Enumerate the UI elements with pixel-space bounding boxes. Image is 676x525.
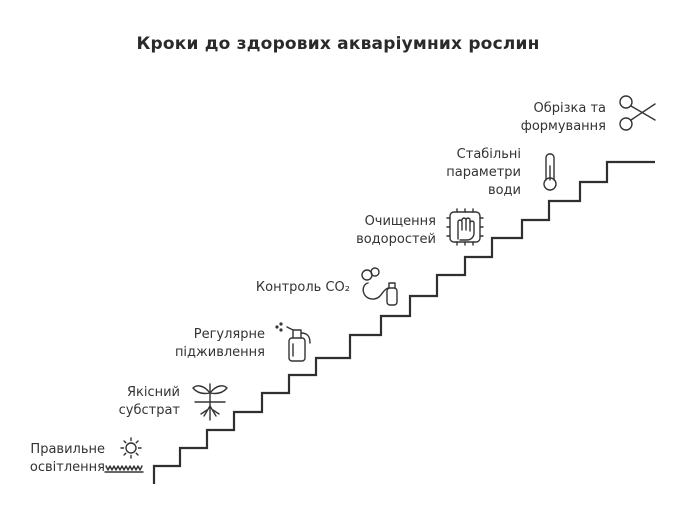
scissors-icon <box>619 95 656 131</box>
step-label-line: водоростей <box>356 232 436 247</box>
thermometer-icon <box>543 153 557 191</box>
sun-grass-icon <box>104 437 144 473</box>
co2-cylinder-icon <box>361 267 398 306</box>
step-label-trimming: Обрізка та формування <box>521 100 606 136</box>
step-label-line: субстрат <box>118 403 180 418</box>
step-label-line: підживлення <box>174 345 265 360</box>
step-label-line: Регулярне <box>193 327 265 342</box>
spray-bottle-icon <box>275 322 311 362</box>
diagram-title: Кроки до здорових акваріумних рослин <box>136 34 540 54</box>
step-label-line: Якісний <box>126 385 180 400</box>
step-label-line: параметри <box>446 165 521 180</box>
step-label-algae: Очищення водоростей <box>356 213 436 249</box>
step-label-line: Правильне <box>30 442 105 457</box>
step-label-co2: Контроль CO₂ <box>256 279 350 297</box>
scrub-hand-icon <box>446 208 484 246</box>
step-label-substrate: Якісний субстрат <box>119 384 180 420</box>
step-label-fertilizing: Регулярне підживлення <box>175 326 265 362</box>
step-label-line: Контроль CO₂ <box>255 280 350 295</box>
step-label-water-params: Стабільні параметри води <box>446 146 521 200</box>
step-label-line: води <box>487 183 521 198</box>
staircase <box>152 160 655 484</box>
step-label-line: Очищення <box>364 214 436 229</box>
sprout-roots-icon <box>192 383 228 421</box>
step-label-line: Обрізка та <box>533 101 606 116</box>
step-label-line: освітлення <box>29 460 105 475</box>
step-label-line: формування <box>520 119 606 134</box>
step-label-line: Стабільні <box>456 147 521 162</box>
step-label-lighting: Правильне освітлення <box>30 441 105 477</box>
